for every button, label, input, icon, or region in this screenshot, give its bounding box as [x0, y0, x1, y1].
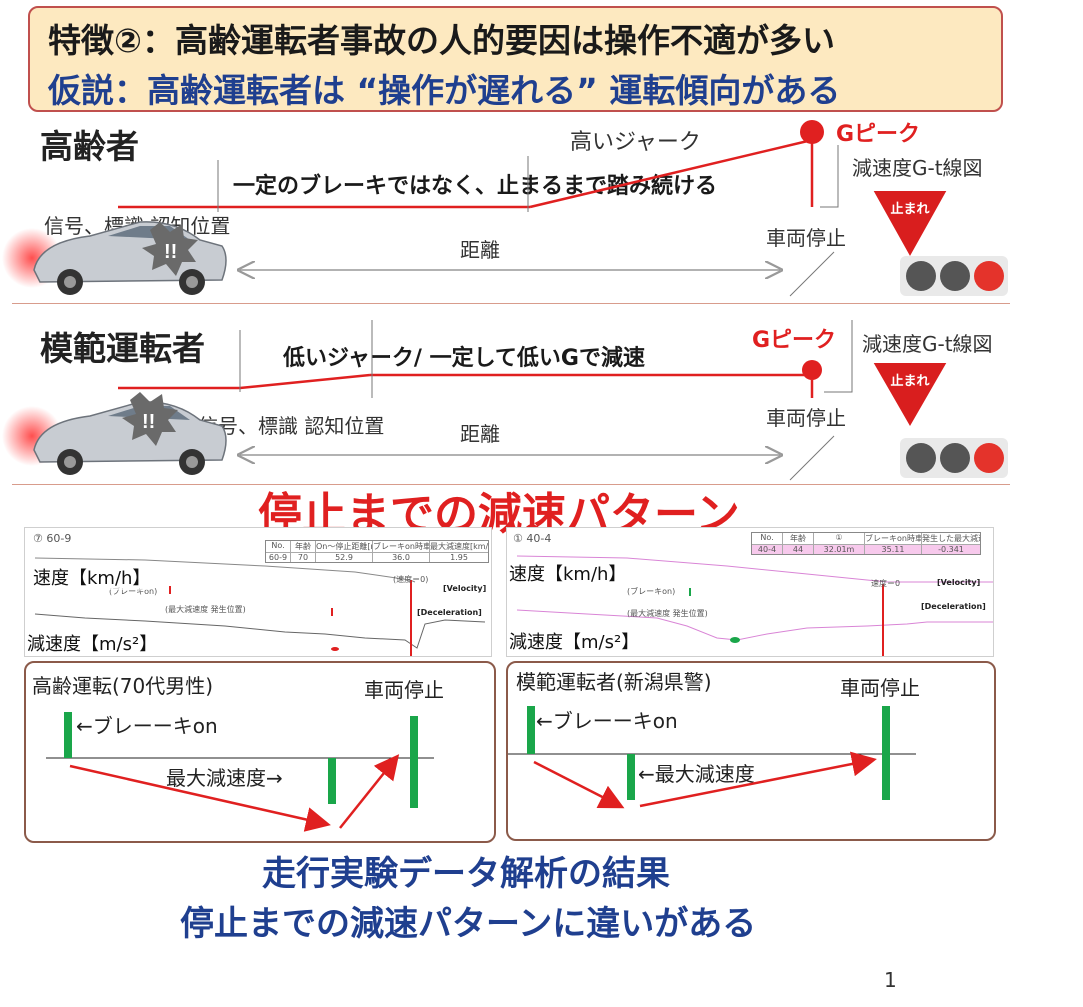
car-icon: !! — [2, 392, 227, 475]
table-cell: 44 — [783, 545, 814, 554]
panel-brake-on-label: ←ブレーーキon — [76, 714, 218, 738]
chart-velocity-tag: [Velocity] — [937, 578, 981, 587]
max-decel-bar — [328, 758, 336, 804]
header-line2: 仮説：高齢運転者は “操作が遅れる” 運転傾向がある — [48, 71, 841, 110]
svg-text:!!: !! — [164, 241, 177, 263]
model-stop-label: 車両停止 — [766, 406, 846, 430]
model-g-peak-label: Gピーク — [752, 328, 837, 353]
table-cell: 60-9 — [266, 553, 291, 562]
chart-speed0-tag: (速度＝0) — [393, 575, 429, 584]
max-decel-bar — [627, 754, 635, 800]
table-cell: 32.01m — [814, 545, 865, 554]
table-header: ブレーキon時車速[km/h] — [865, 533, 922, 544]
elderly-stop-label: 車両停止 — [766, 226, 846, 250]
table-header: ブレーキon時車速[km/h] — [373, 541, 430, 552]
model-distance-label: 距離 — [460, 422, 500, 446]
chart-max-decel-tag: (最大減速度 発生位置) — [627, 609, 708, 618]
chart-elderly: ⑦ 60-9 No. 年齢 On～停止距離[m] ブレーキon時車速[km/h]… — [24, 527, 492, 657]
table-cell: 36.0 — [373, 553, 430, 562]
chart-decel-tag: [Deceleration] — [921, 602, 986, 611]
chart-brake-on-tag: (ブレーキon) — [627, 587, 676, 596]
model-title: 模範運転者 — [40, 329, 205, 368]
svg-text:!!: !! — [142, 411, 155, 433]
decel-axis-label: 減速度【m/s²】 — [509, 628, 640, 654]
elderly-gt-chart-label: 減速度G-t線図 — [852, 156, 983, 180]
chart-id: ① 40-4 — [513, 532, 552, 545]
elderly-gt-line — [118, 120, 839, 297]
model-stop-sign-text: 止まれ — [890, 374, 930, 389]
panel-max-decel-label: ←最大減速度 — [638, 762, 755, 786]
table-header: 発生した最大減速度[km/h/s] — [922, 534, 980, 543]
model-recognition-label: 信号、標識 認知位置 — [198, 414, 385, 438]
traffic-light-icon — [900, 256, 1008, 296]
table-cell: 52.9 — [316, 553, 373, 562]
chart-table: No. 年齢 On～停止距離[m] ブレーキon時車速[km/h] 最大減速度[… — [265, 540, 489, 563]
panel-title: 模範運転者(新潟県警) — [516, 670, 712, 694]
conclusion-line2: 停止までの減速パターンに違いがある — [180, 904, 757, 944]
chart-max-decel-tag: (最大減速度 発生位置) — [165, 605, 246, 614]
elderly-g-peak-label: Gピーク — [836, 122, 921, 147]
divider — [12, 484, 1010, 485]
brake-on-bar — [64, 712, 72, 758]
table-header: 年齢 — [783, 533, 814, 544]
model-gt-chart-label: 減速度G-t線図 — [862, 332, 993, 356]
chart-model: ① 40-4 No. 年齢 ① ブレーキon時車速[km/h] 発生した最大減速… — [506, 527, 994, 657]
decel-axis-label: 減速度【m/s²】 — [27, 630, 158, 656]
panel-title: 高齢運転(70代男性) — [32, 674, 214, 698]
header-box — [28, 6, 1003, 112]
chart-speed0-tag: 速度＝0 — [871, 579, 901, 588]
table-header: On～停止距離[m] — [316, 541, 373, 552]
panel-brake-on-label: ←ブレーーキon — [536, 709, 678, 733]
chart-model-lines — [516, 555, 993, 656]
elderly-brake-note: 一定のブレーキではなく、止まるまで踏み続ける — [233, 174, 718, 199]
panel-stop-label: 車両停止 — [840, 676, 920, 700]
speed-axis-label: 速度【km/h】 — [33, 564, 151, 590]
chart-velocity-tag: [Velocity] — [443, 584, 487, 593]
panel-max-decel-label: 最大減速度→ — [166, 766, 283, 790]
table-header: No. — [752, 533, 783, 544]
chart-table: No. 年齢 ① ブレーキon時車速[km/h] 発生した最大減速度[km/h/… — [751, 532, 981, 555]
panel-model — [506, 661, 996, 841]
speed-axis-label: 速度【km/h】 — [509, 560, 627, 586]
elderly-stop-sign-text: 止まれ — [890, 202, 930, 217]
table-header: No. — [266, 541, 291, 552]
stop-sign-icon — [870, 361, 950, 431]
table-cell: 35.11 — [865, 545, 922, 554]
table-header: 最大減速度[km/h/s] — [430, 542, 488, 551]
stop-sign-icon — [870, 189, 950, 261]
elderly-title: 高齢者 — [40, 127, 139, 166]
chart-decel-tag: [Deceleration] — [417, 608, 482, 617]
brake-on-bar — [527, 706, 535, 754]
car-icon: !! — [2, 221, 227, 295]
model-gt-line — [118, 320, 853, 481]
chart-id: ⑦ 60-9 — [33, 532, 72, 545]
table-header: 年齢 — [291, 541, 316, 552]
stop-bar — [410, 716, 418, 808]
table-cell: 1.95 — [450, 553, 468, 562]
panel-stop-label: 車両停止 — [364, 678, 444, 702]
stop-bar — [882, 706, 890, 800]
conclusion-line1: 走行実験データ解析の結果 — [262, 854, 670, 894]
chart-brake-on-tag: (ブレーキon) — [109, 587, 158, 596]
page-number: 1 — [884, 968, 897, 992]
elderly-distance-label: 距離 — [460, 238, 500, 262]
divider — [12, 303, 1010, 304]
header-line1: 特徴②：高齢運転者事故の人的要因は操作不適が多い — [48, 21, 835, 60]
table-cell: 40-4 — [752, 545, 783, 554]
table-header: ① — [814, 533, 865, 544]
chart-elderly-lines — [34, 557, 486, 656]
high-jerk-label: 高いジャーク — [570, 130, 701, 155]
traffic-light-icon — [900, 438, 1008, 478]
model-brake-note: 低いジャーク/ 一定して低いGで減速 — [283, 346, 645, 371]
table-cell: 70 — [291, 553, 316, 562]
table-cell: -0.341 — [938, 545, 964, 554]
